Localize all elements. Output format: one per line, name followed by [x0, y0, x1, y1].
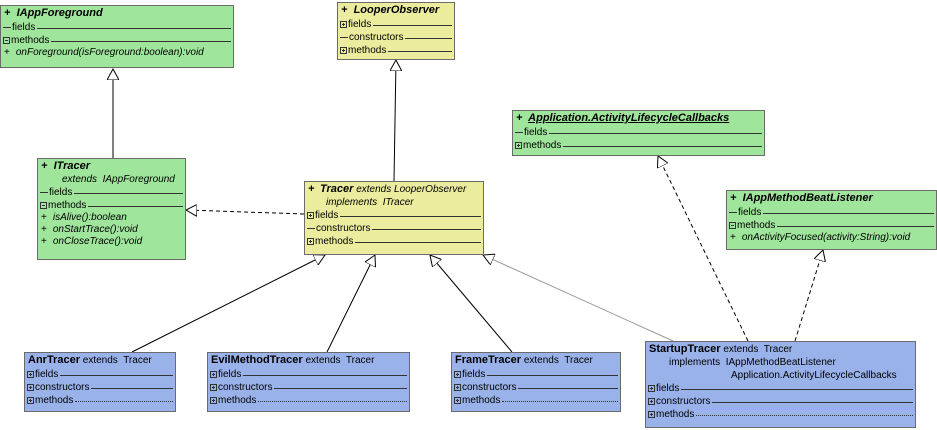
- edge-evilmethodtracer-extends-tracer: [326, 255, 375, 353]
- edge-tracer-implements-itracer: [186, 210, 305, 214]
- expand-icon[interactable]: [454, 384, 461, 391]
- fields-section[interactable]: fields: [305, 209, 483, 222]
- itracer-interface-box[interactable]: + ITracer extends IAppForeground fields …: [37, 158, 186, 260]
- class-title: + IAppForeground: [4, 7, 103, 19]
- methods-section[interactable]: methods: [452, 394, 620, 407]
- constructors-section[interactable]: constructors: [452, 381, 620, 394]
- extends-clause: extends IAppForeground: [62, 174, 175, 185]
- expand-icon[interactable]: [210, 371, 217, 378]
- expand-icon[interactable]: [27, 371, 34, 378]
- class-title: + LooperObserver: [341, 4, 440, 16]
- methods-section[interactable]: methods: [1, 34, 233, 47]
- expand-icon[interactable]: [515, 142, 522, 149]
- fields-section[interactable]: fields: [1, 21, 233, 34]
- constructors-section[interactable]: constructors: [338, 31, 454, 44]
- collapse-icon[interactable]: [40, 202, 47, 209]
- implements-clause: implements ITracer: [326, 197, 414, 208]
- expand-icon[interactable]: [648, 411, 655, 418]
- class-title: EvilMethodTracer extends Tracer: [211, 354, 375, 366]
- edge-tracer-extends-looperobserver: [394, 60, 396, 182]
- methods-section[interactable]: methods: [38, 199, 185, 212]
- fields-section[interactable]: fields: [727, 206, 936, 219]
- expand-icon[interactable]: [307, 212, 314, 219]
- expand-icon[interactable]: [210, 397, 217, 404]
- class-title: + Application.ActivityLifecycleCallbacks: [516, 112, 730, 124]
- methods-section[interactable]: methods: [646, 408, 915, 421]
- edge-frametracer-extends-tracer: [430, 255, 513, 353]
- method-onclosetrace: +onCloseTrace():void: [41, 236, 143, 247]
- looperobserver-box[interactable]: + LooperObserver fields constructors met…: [337, 2, 455, 60]
- fields-section[interactable]: fields: [208, 368, 409, 381]
- fields-section[interactable]: fields: [646, 382, 915, 395]
- constructors-section[interactable]: constructors: [305, 222, 483, 235]
- activitylifecyclecallbacks-interface-box[interactable]: + Application.ActivityLifecycleCallbacks…: [512, 110, 765, 156]
- constructors-section[interactable]: constructors: [646, 395, 915, 408]
- fields-section[interactable]: fields: [25, 368, 175, 381]
- iappmethodbeatlistener-interface-box[interactable]: + IAppMethodBeatListener fields methods …: [726, 190, 937, 250]
- constructors-section[interactable]: constructors: [25, 381, 175, 394]
- implements-clause: implements IAppMethodBeatListener: [669, 357, 836, 368]
- expand-icon[interactable]: [648, 398, 655, 405]
- expand-icon[interactable]: [210, 384, 217, 391]
- fields-section[interactable]: fields: [452, 368, 620, 381]
- class-title: FrameTracer extends Tracer: [455, 354, 593, 366]
- class-title: + Tracer extends LooperObserver: [308, 183, 467, 195]
- edge-startuptracer-extends-tracer: [483, 255, 674, 342]
- expand-icon[interactable]: [454, 371, 461, 378]
- class-title: StartupTracer extends Tracer: [649, 343, 793, 355]
- implements-clause-continued: Application.ActivityLifecycleCallbacks: [731, 370, 897, 381]
- evilmethodtracer-class-box[interactable]: EvilMethodTracer extends Tracer fields c…: [207, 352, 410, 412]
- methods-section[interactable]: methods: [25, 394, 175, 407]
- tracer-abstract-box[interactable]: + Tracer extends LooperObserver implemen…: [304, 181, 484, 255]
- expand-icon[interactable]: [340, 47, 347, 54]
- methods-section[interactable]: methods: [208, 394, 409, 407]
- expand-icon[interactable]: [27, 384, 34, 391]
- expand-icon[interactable]: [454, 397, 461, 404]
- expand-icon[interactable]: [27, 397, 34, 404]
- frametracer-class-box[interactable]: FrameTracer extends Tracer fields constr…: [451, 352, 621, 412]
- edge-anrtracer-extends-tracer: [131, 255, 325, 353]
- method-onactivityfocused: +onActivityFocused(activity:String):void: [730, 232, 911, 243]
- fields-section[interactable]: fields: [38, 186, 185, 199]
- expand-icon[interactable]: [307, 238, 314, 245]
- class-title: + IAppMethodBeatListener: [730, 192, 873, 204]
- class-title: AnrTracer extends Tracer: [28, 354, 152, 366]
- methods-section[interactable]: methods: [305, 235, 483, 248]
- edge-startuptracer-implements-activitylifecyclecallbacks: [658, 156, 749, 342]
- expand-icon[interactable]: [648, 385, 655, 392]
- collapse-icon[interactable]: [3, 37, 10, 44]
- constructors-section[interactable]: constructors: [208, 381, 409, 394]
- methods-section[interactable]: methods: [727, 219, 936, 232]
- collapse-icon[interactable]: [729, 222, 736, 229]
- method-isalive: +isAlive():boolean: [41, 212, 127, 223]
- expand-icon[interactable]: [340, 21, 347, 28]
- edge-startuptracer-implements-iappmethodbeatlistener: [794, 250, 823, 342]
- anrtracer-class-box[interactable]: AnrTracer extends Tracer fields construc…: [24, 352, 176, 412]
- iappforeground-interface-box[interactable]: + IAppForeground fields methods +onForeg…: [0, 5, 234, 68]
- class-title: + ITracer: [41, 160, 91, 172]
- methods-section[interactable]: methods: [513, 139, 764, 152]
- methods-section[interactable]: methods: [338, 44, 454, 57]
- fields-section[interactable]: fields: [338, 18, 454, 31]
- method-onstarttrace: +onStartTrace():void: [41, 224, 138, 235]
- startuptracer-class-box[interactable]: StartupTracer extends Tracer implements …: [645, 341, 916, 428]
- method-onforeground: +onForeground(isForeground:boolean):void: [4, 47, 204, 58]
- fields-section[interactable]: fields: [513, 126, 764, 139]
